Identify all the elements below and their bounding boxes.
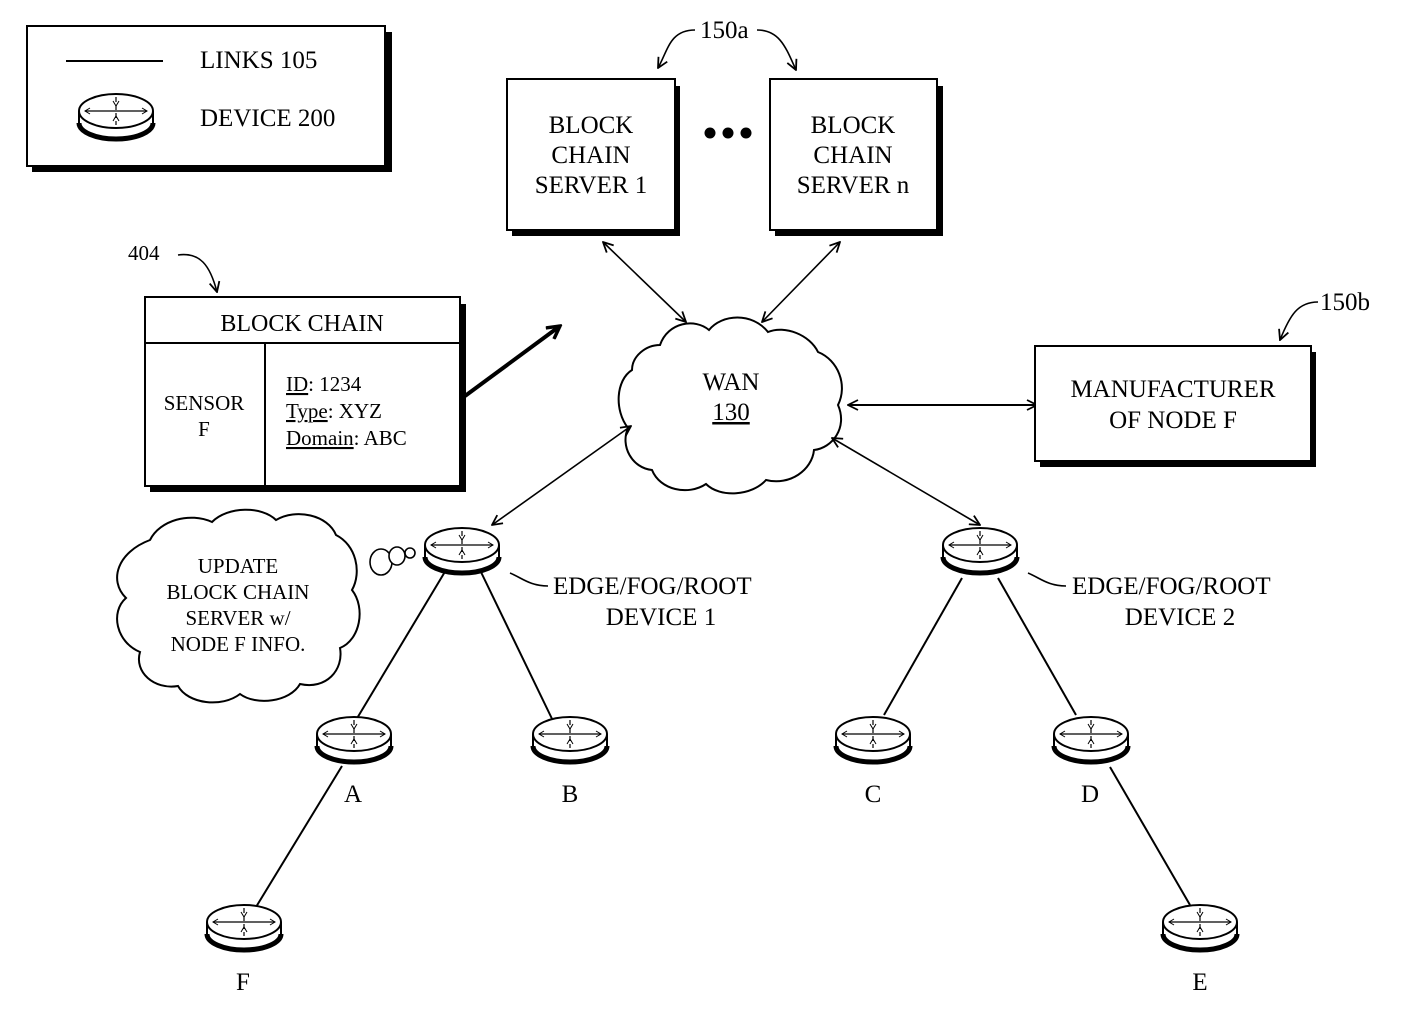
thought-line-4: NODE F INFO. xyxy=(171,632,306,656)
field-id: ID: 1234 xyxy=(286,372,362,396)
reference-150a-leader-right xyxy=(756,29,796,70)
field-type: Type: XYZ xyxy=(286,399,382,423)
thought-line-1: UPDATE xyxy=(198,554,279,578)
node-A-label: A xyxy=(344,781,362,808)
tree-links xyxy=(255,569,1191,908)
device-icon xyxy=(1163,905,1237,950)
node-E-label: E xyxy=(1192,969,1207,996)
node-A[interactable]: A xyxy=(317,717,391,808)
link-edge-1-A xyxy=(349,569,447,731)
block-chain-record: 404 BLOCK CHAIN SENSOR F ID: 1234 Type: … xyxy=(128,241,466,492)
field-domain: Domain: ABC xyxy=(286,426,407,450)
block-chain-server-1[interactable]: BLOCK CHAIN SERVER 1 xyxy=(506,78,680,236)
link-wan-edge-2 xyxy=(832,438,980,525)
legend-device-label: DEVICE 200 xyxy=(200,105,335,132)
wan-label: WAN xyxy=(703,369,760,396)
manufacturer-line-2: OF NODE F xyxy=(1109,407,1237,434)
sensor-label-line-1: SENSOR xyxy=(164,391,245,415)
edge-device-2-line-2: DEVICE 2 xyxy=(1125,604,1235,631)
edge-device-2-line-1: EDGE/FOG/ROOT xyxy=(1072,573,1271,600)
thought-line-2: BLOCK CHAIN xyxy=(167,580,310,604)
server-n-line-3: SERVER n xyxy=(797,172,910,199)
link-edge-2-D xyxy=(997,577,1077,716)
thought-bubble: UPDATE BLOCK CHAIN SERVER w/ NODE F INFO… xyxy=(116,508,416,704)
manufacturer-box[interactable]: 150b MANUFACTURER OF NODE F xyxy=(1034,289,1370,467)
node-B-label: B xyxy=(562,781,579,808)
field-domain-key: Domain xyxy=(286,426,354,450)
manufacturer-line-1: MANUFACTURER xyxy=(1070,376,1275,403)
node-F[interactable]: F xyxy=(207,905,281,996)
node-C-label: C xyxy=(865,781,882,808)
server-1-line-1: BLOCK xyxy=(549,112,634,139)
field-id-key: ID xyxy=(286,372,308,396)
edge-device-1[interactable]: EDGE/FOG/ROOT DEVICE 1 xyxy=(425,528,752,631)
reference-404-leader xyxy=(177,253,217,292)
node-F-label: F xyxy=(236,969,250,996)
reference-404: 404 xyxy=(128,241,160,265)
device-icon xyxy=(425,528,499,573)
device-icon xyxy=(207,905,281,950)
server-1-line-2: CHAIN xyxy=(551,142,630,169)
thought-line-3: SERVER w/ xyxy=(185,606,290,630)
server-n-line-1: BLOCK xyxy=(811,112,896,139)
device-icon xyxy=(1054,717,1128,762)
block-chain-server-n[interactable]: BLOCK CHAIN SERVER n xyxy=(769,78,943,236)
legend: LINKS 105 DEVICE 200 xyxy=(26,25,392,172)
field-type-value: : XYZ xyxy=(328,399,382,423)
wan-cloud[interactable]: WAN 130 xyxy=(617,316,843,495)
node-D[interactable]: D xyxy=(1054,717,1128,808)
server-1-line-3: SERVER 1 xyxy=(535,172,648,199)
device-icon xyxy=(79,94,153,139)
link-edge-1-B xyxy=(479,569,556,726)
edge-device-1-line-1: EDGE/FOG/ROOT xyxy=(553,573,752,600)
link-edge-2-C xyxy=(883,577,963,716)
block-chain-title: BLOCK CHAIN xyxy=(220,311,383,337)
edge-device-2-leader xyxy=(1027,572,1067,587)
reference-150b: 150b xyxy=(1320,289,1370,316)
link-A-F xyxy=(255,765,343,908)
ellipsis-dots xyxy=(704,127,752,139)
sensor-label-line-2: F xyxy=(198,417,210,441)
server-group: 150a BLOCK CHAIN SERVER 1 BLOCK CHAIN SE… xyxy=(506,17,943,236)
edge-device-1-line-2: DEVICE 1 xyxy=(606,604,716,631)
link-wan-edge-1 xyxy=(492,426,631,525)
legend-links-label: LINKS 105 xyxy=(200,47,317,74)
device-icon xyxy=(317,717,391,762)
link-server-n-wan xyxy=(762,242,840,322)
field-domain-value: : ABC xyxy=(354,426,407,450)
device-icon xyxy=(533,717,607,762)
field-type-key: Type xyxy=(286,399,328,423)
field-id-value: : 1234 xyxy=(308,372,362,396)
server-n-line-2: CHAIN xyxy=(813,142,892,169)
device-icon xyxy=(943,528,1017,573)
node-B[interactable]: B xyxy=(533,717,607,808)
node-C[interactable]: C xyxy=(836,717,910,808)
reference-150a-leader-left xyxy=(658,29,696,68)
reference-150a: 150a xyxy=(700,17,749,44)
reference-150b-leader xyxy=(1280,301,1319,340)
node-D-label: D xyxy=(1081,781,1099,808)
device-icon xyxy=(836,717,910,762)
node-E[interactable]: E xyxy=(1163,905,1237,996)
edge-device-1-leader xyxy=(509,572,549,587)
wan-number: 130 xyxy=(712,399,750,426)
link-server-1-wan xyxy=(603,242,686,322)
link-D-E xyxy=(1109,766,1191,906)
block-chain-upload-arrow xyxy=(463,326,560,398)
edge-device-2[interactable]: EDGE/FOG/ROOT DEVICE 2 xyxy=(943,528,1271,631)
